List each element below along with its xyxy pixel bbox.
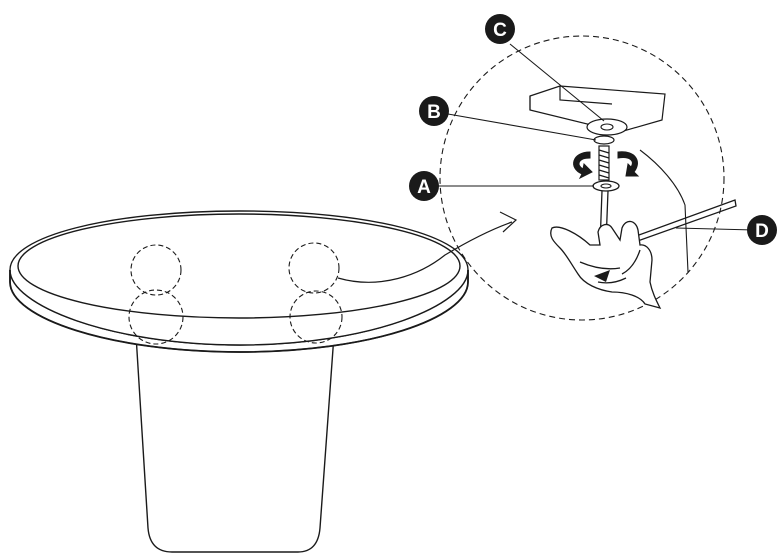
hand-illustration (550, 220, 662, 309)
lock-washer (593, 135, 615, 145)
bolt (598, 145, 610, 181)
table-illustration (9, 210, 469, 553)
callout-leaders (438, 43, 755, 231)
fastener-position-markers (128, 242, 343, 345)
callout-b: B (419, 96, 449, 126)
callout-a-label: A (417, 177, 431, 198)
detail-circle (439, 35, 725, 321)
fastener-marker-front-left (128, 289, 184, 345)
nut-washer (592, 180, 620, 192)
table-top-outline (9, 270, 469, 353)
detail-arrow (337, 211, 518, 283)
fastener-marker-back-right (288, 242, 340, 294)
detail-view (439, 35, 737, 321)
leader-b (447, 113, 597, 141)
leader-d (675, 227, 755, 231)
fastener-marker-front-right (289, 290, 343, 344)
flat-washer (586, 118, 628, 136)
table-pedestal (135, 334, 335, 553)
callout-d: D (747, 215, 777, 245)
callout-b-label: B (427, 102, 441, 123)
callout-a: A (409, 171, 439, 201)
leader-c (509, 43, 605, 122)
callout-c: C (485, 14, 515, 44)
table-top-surface (17, 213, 461, 319)
callout-d-label: D (755, 221, 769, 242)
callout-c-label: C (493, 20, 507, 41)
fastener-marker-back-left (130, 244, 182, 296)
rotation-arrows (573, 151, 640, 180)
